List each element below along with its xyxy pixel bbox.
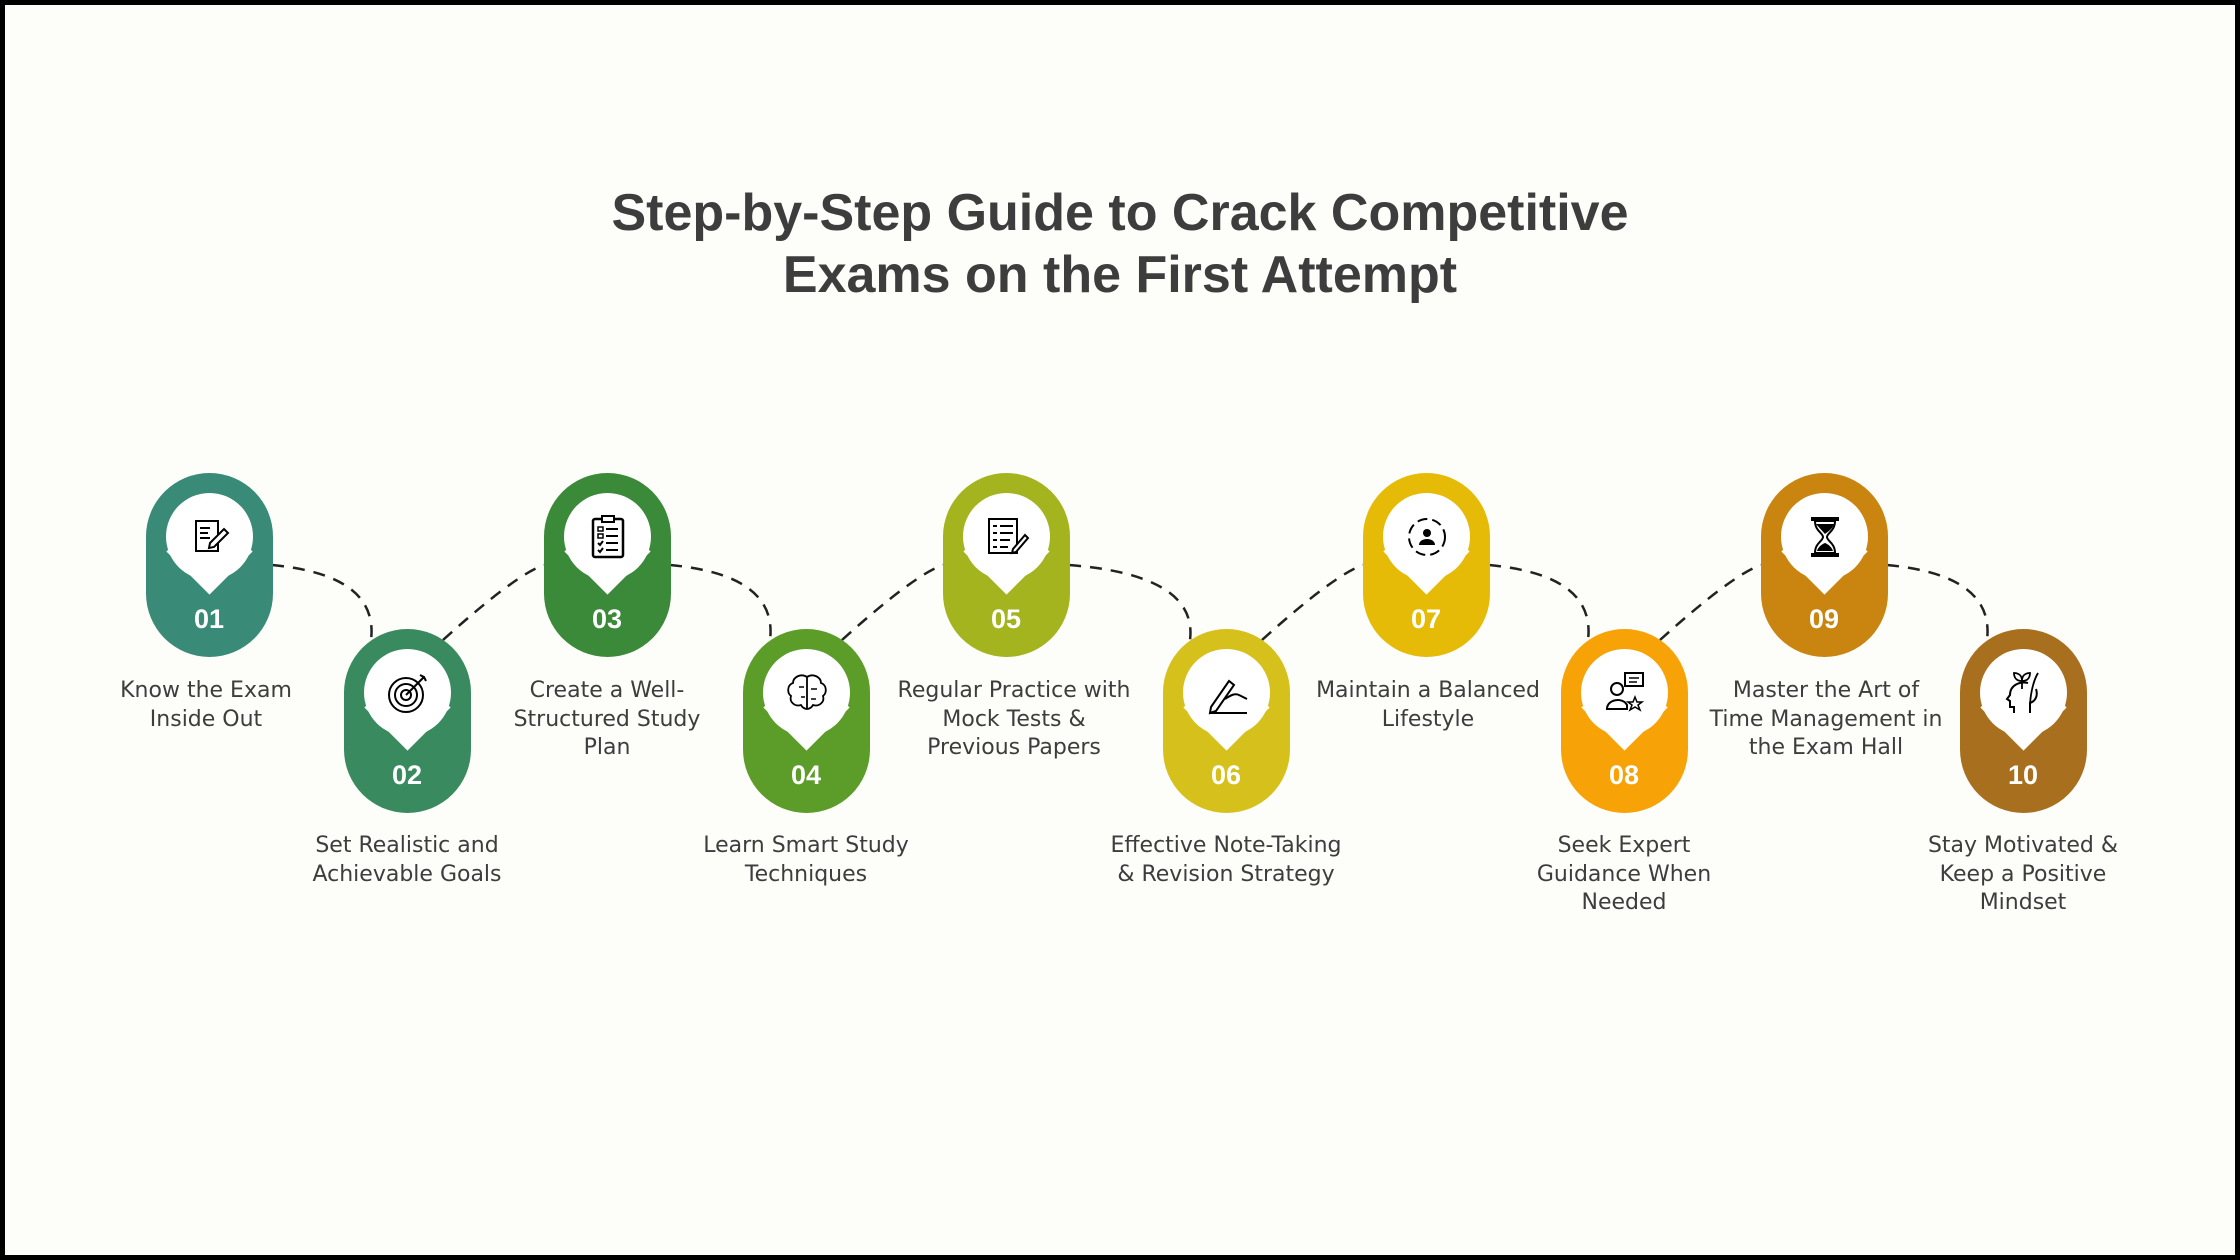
dashed-connector — [1261, 563, 1364, 641]
hourglass-icon — [1810, 517, 1839, 557]
dashed-connector — [669, 563, 772, 641]
step-marker-08: 08 — [1560, 629, 1688, 813]
step-marker-07: 07 — [1362, 473, 1490, 657]
dashed-connector — [1886, 563, 1989, 641]
dashed-connector — [1659, 563, 1762, 641]
step-label-04: Learn Smart Study Techniques — [703, 833, 909, 887]
dashed-connector — [442, 563, 545, 641]
target-icon — [387, 674, 427, 713]
step-marker-10: 10 — [1959, 629, 2087, 813]
step-label-09: Master the Art of Time Management in the… — [1709, 678, 1943, 760]
step-number: 09 — [1808, 604, 1840, 634]
exam-paper-pencil-icon — [194, 520, 229, 552]
step-number: 05 — [990, 604, 1022, 634]
step-label-10: Stay Motivated & Keep a Positive Mindset — [1927, 833, 2119, 915]
step-number: 06 — [1210, 760, 1242, 790]
step-label-06: Effective Note-Taking & Revision Strateg… — [1110, 833, 1342, 887]
step-marker-03: 03 — [543, 473, 671, 657]
step-number: 10 — [2007, 760, 2039, 790]
title-line-1: Step-by-Step Guide to Crack Competitive — [611, 184, 1629, 242]
dashed-connector — [1488, 563, 1590, 641]
step-label-07: Maintain a Balanced Lifestyle — [1316, 678, 1540, 732]
writing-hand-icon — [1208, 679, 1247, 715]
page-title: Step-by-Step Guide to Crack Competitive … — [0, 182, 2240, 306]
clipboard-checklist-icon — [591, 515, 624, 559]
dashed-connector — [271, 563, 373, 641]
test-paper-icon — [987, 518, 1029, 555]
dashed-connector — [1068, 563, 1192, 641]
step-number: 04 — [790, 760, 822, 790]
growth-mind-icon — [2005, 672, 2039, 713]
step-marker-09: 09 — [1760, 473, 1888, 657]
step-label-02: Set Realistic and Achievable Goals — [312, 833, 502, 887]
step-marker-05: 05 — [942, 473, 1070, 657]
person-cycle-icon — [1407, 518, 1446, 556]
step-label-01: Know the Exam Inside Out — [120, 678, 292, 732]
step-marker-01: 01 — [145, 473, 273, 657]
brain-icon — [786, 674, 827, 710]
step-number: 03 — [591, 604, 623, 634]
step-label-03: Create a Well-Structured Study Plan — [513, 678, 701, 760]
step-label-08: Seek Expert Guidance When Needed — [1536, 833, 1712, 915]
step-marker-04: 04 — [742, 629, 870, 813]
step-marker-06: 06 — [1162, 629, 1290, 813]
dashed-connector — [841, 563, 944, 641]
step-number: 08 — [1608, 760, 1640, 790]
step-number: 07 — [1410, 604, 1442, 634]
step-marker-02: 02 — [343, 629, 471, 813]
step-number: 01 — [193, 604, 225, 634]
title-line-2: Exams on the First Attempt — [782, 246, 1458, 304]
step-label-05: Regular Practice with Mock Tests & Previ… — [897, 678, 1131, 760]
expert-chat-icon — [1605, 672, 1644, 712]
step-number: 02 — [391, 760, 423, 790]
